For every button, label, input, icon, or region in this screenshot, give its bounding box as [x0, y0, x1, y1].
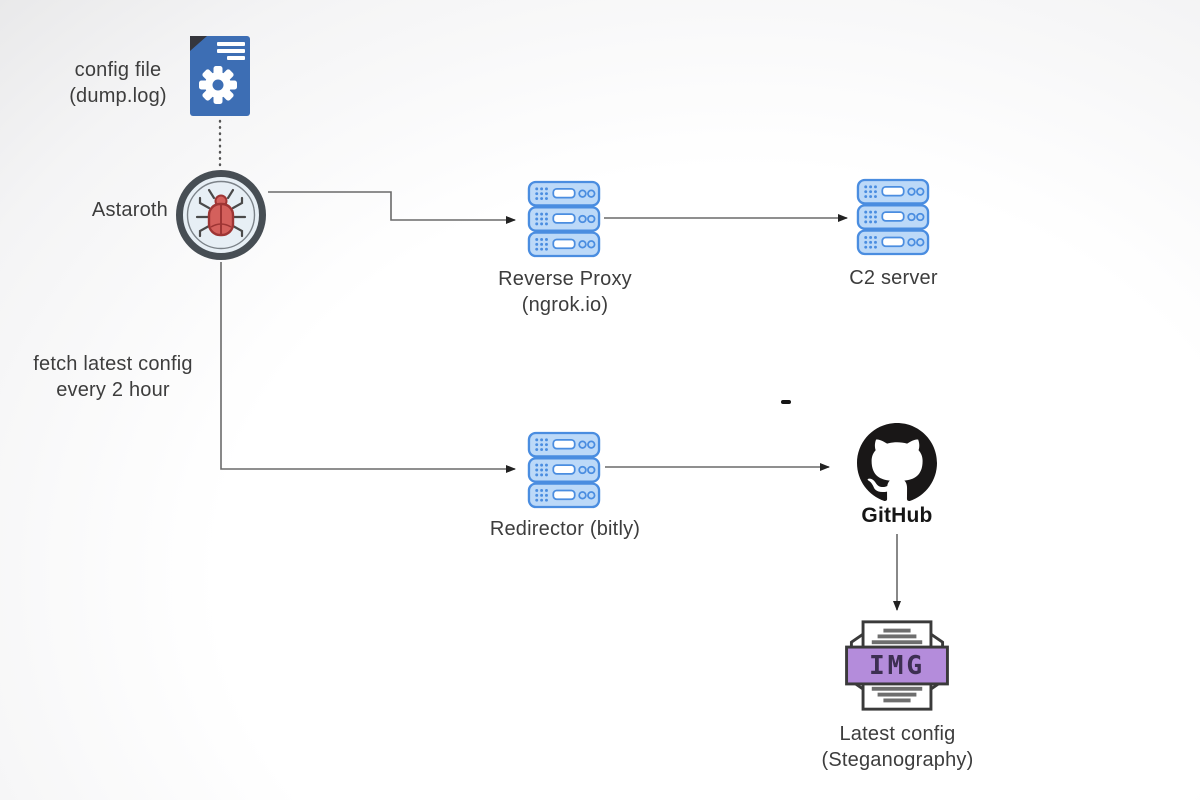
edge-astaroth-to-reverseproxy [268, 191, 516, 224]
astaroth-label: Astaroth [91, 199, 168, 221]
steganography-image-icon: IMG [842, 617, 952, 714]
reverse-proxy-label-line2: (ngrok.io) [521, 293, 609, 316]
config-file-label-line1: config file [74, 59, 162, 81]
github-icon [857, 423, 937, 503]
reverse-proxy-label: Reverse Proxy (ngrok.io) [465, 267, 665, 318]
redirector-server-icon [527, 430, 601, 510]
redirector-label: Redirector (bitly) [489, 518, 641, 540]
c2-server-icon [856, 177, 930, 257]
img-badge-text: IMG [869, 651, 925, 681]
latest-config-label: Latest config (Steganography) [790, 722, 1005, 773]
c2-server-label: C2 server [849, 267, 938, 289]
fetch-config-annotation-line1: fetch latest config [33, 353, 193, 375]
fetch-config-annotation-line2: every 2 hour [56, 378, 170, 401]
fetch-config-annotation: fetch latest config every 2 hour [8, 352, 218, 403]
latest-config-label-line1: Latest config [839, 723, 956, 745]
reverse-proxy-server-icon [527, 179, 601, 259]
config-file-label: config file (dump.log) [38, 58, 198, 109]
config-file-label-line2: (dump.log) [69, 84, 167, 107]
latest-config-label-line2: (Steganography) [821, 748, 974, 771]
github-label: GitHub [861, 504, 933, 527]
stray-dash-mark [781, 400, 791, 404]
reverse-proxy-label-line1: Reverse Proxy [498, 268, 632, 290]
astaroth-bug-icon [175, 169, 267, 261]
